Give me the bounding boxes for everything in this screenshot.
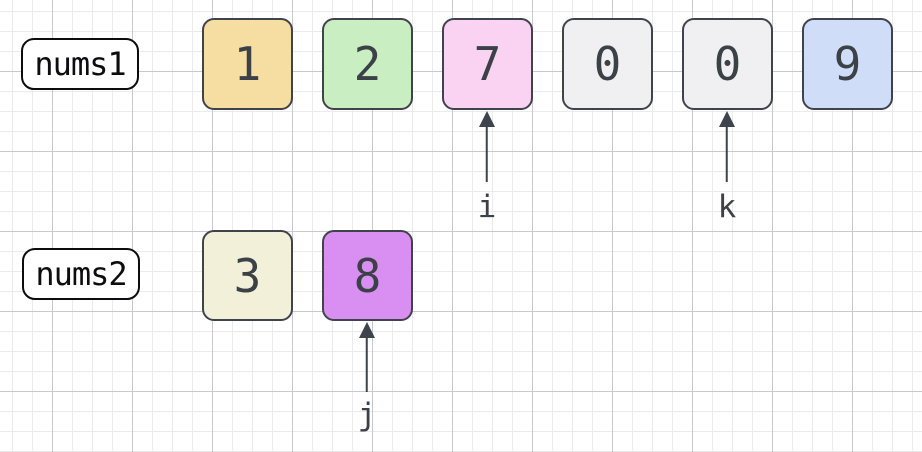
pointer-arrow-j[interactable] xyxy=(358,322,375,392)
arrow-head-icon xyxy=(478,111,495,127)
nums1-cell-1-value: 2 xyxy=(353,37,382,91)
nums2-cell-1-value: 8 xyxy=(353,248,382,303)
nums1-cell-0-value: 1 xyxy=(233,37,262,91)
nums1-cell-5-value: 9 xyxy=(833,37,862,91)
array-label-nums2-text: nums2 xyxy=(35,255,127,293)
nums2-cell-0[interactable]: 3 xyxy=(202,230,293,321)
nums1-cell-0[interactable]: 1 xyxy=(202,18,293,110)
nums1-cell-4[interactable]: 0 xyxy=(682,18,773,110)
pointer-arrow-i[interactable] xyxy=(478,111,495,182)
pointer-label-j[interactable]: j xyxy=(357,397,377,433)
pointer-arrow-k[interactable] xyxy=(718,111,735,182)
pointer-label-i[interactable]: i xyxy=(477,189,497,225)
array-label-nums1-text: nums1 xyxy=(34,45,126,83)
nums2-cell-0-value: 3 xyxy=(233,248,262,303)
nums1-cell-5[interactable]: 9 xyxy=(802,18,893,110)
arrow-shaft xyxy=(725,123,728,182)
nums1-cell-1[interactable]: 2 xyxy=(322,18,413,110)
array-label-nums1[interactable]: nums1 xyxy=(21,38,139,90)
pointer-label-k[interactable]: k xyxy=(717,189,737,225)
nums1-cell-2[interactable]: 7 xyxy=(442,18,533,110)
nums1-cell-3[interactable]: 0 xyxy=(562,18,653,110)
nums1-cell-3-value: 0 xyxy=(593,37,622,91)
nums1-cell-4-value: 0 xyxy=(713,37,742,91)
arrow-head-icon xyxy=(718,111,735,127)
array-label-nums2[interactable]: nums2 xyxy=(22,248,140,300)
arrow-shaft xyxy=(365,334,368,392)
nums1-cell-2-value: 7 xyxy=(473,37,502,91)
arrow-shaft xyxy=(485,123,488,182)
nums2-cell-1[interactable]: 8 xyxy=(322,230,413,321)
arrow-head-icon xyxy=(358,322,375,338)
